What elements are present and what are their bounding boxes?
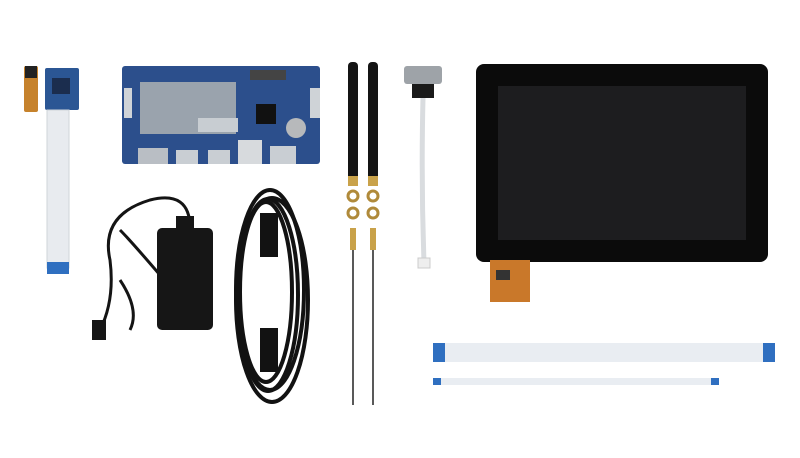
power-adapter <box>92 196 213 340</box>
main-board <box>122 66 320 164</box>
ribbon-cables <box>433 343 775 385</box>
touch-display <box>476 64 768 302</box>
antennas <box>346 62 380 405</box>
camera-module <box>24 66 79 274</box>
serial-cable <box>404 66 442 269</box>
power-cord <box>234 188 310 404</box>
